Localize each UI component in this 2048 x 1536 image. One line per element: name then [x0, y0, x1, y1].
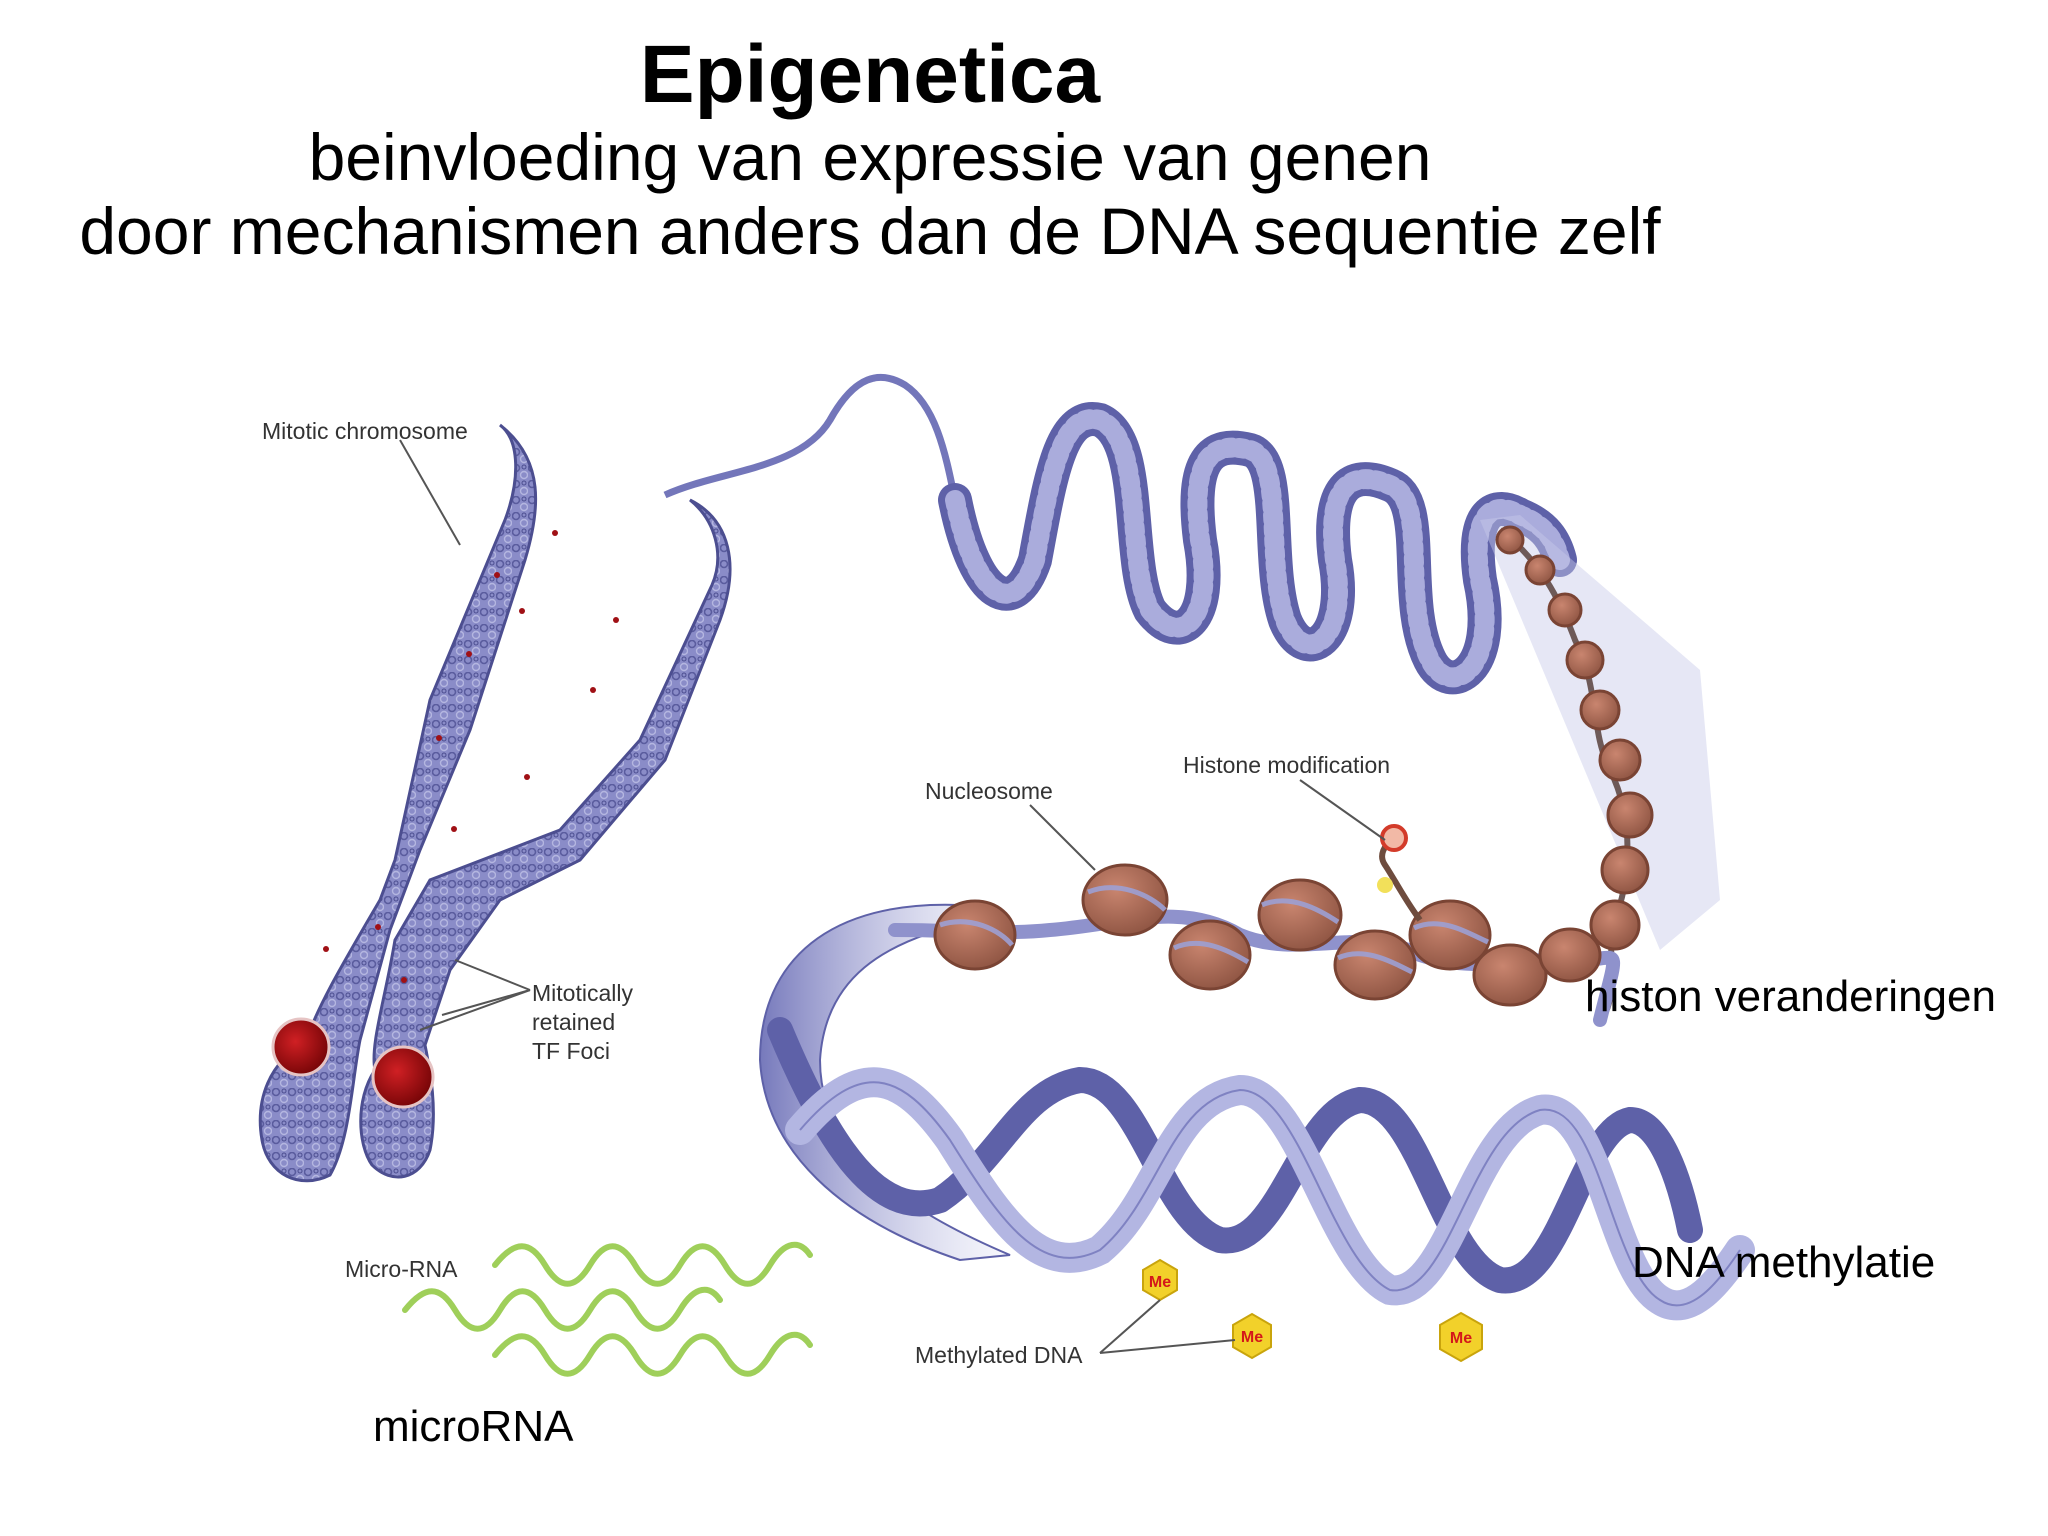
- label-histone-changes: histon veranderingen: [1585, 972, 1996, 1021]
- nucleosome: [1408, 899, 1492, 971]
- label-tf-foci-line1: Mitotically: [532, 980, 633, 1006]
- nucleosome: [1333, 929, 1417, 1001]
- label-microrna: microRNA: [373, 1402, 574, 1451]
- chromosome-foci-dots: [323, 530, 619, 983]
- chromatin-fiber: [663, 374, 959, 501]
- slide-subtitle-line1: beinvloeding van expressie van genen: [308, 120, 1432, 194]
- zoom-cone-dna: [758, 903, 1011, 1262]
- mitotic-chromosome: [258, 423, 732, 1183]
- nucleosome: [1538, 927, 1602, 983]
- label-micro-rna: Micro-RNA: [345, 1256, 458, 1282]
- slide-header: Epigenetica beinvloeding van expressie v…: [0, 29, 1740, 269]
- nucleosome: [1081, 863, 1169, 937]
- label-tf-foci-line2: retained: [532, 1009, 616, 1035]
- micro-rna-strands: [402, 1241, 813, 1377]
- label-histone-modification: Histone modification: [1183, 752, 1391, 778]
- label-nucleosome: Nucleosome: [925, 778, 1053, 804]
- nucleosome: [1472, 943, 1548, 1007]
- tf-focus-left: [271, 1017, 331, 1077]
- histone-modification-marker: [1377, 824, 1423, 922]
- label-mitotic-chromosome: Mitotic chromosome: [262, 418, 468, 444]
- nucleosome: [1168, 919, 1252, 991]
- slide-title: Epigenetica: [639, 29, 1101, 120]
- nucleosome: [1257, 878, 1343, 952]
- tf-focus-right: [371, 1045, 435, 1109]
- methyl-tag-text: Me: [1241, 1329, 1263, 1346]
- micro-rna-strand: [492, 1241, 813, 1287]
- methyl-tag: Me: [1142, 1258, 1178, 1302]
- micro-rna-strand: [492, 1331, 813, 1377]
- methyl-tag-text: Me: [1450, 1330, 1472, 1347]
- nucleosome-chain-vertical: [1495, 525, 1654, 1023]
- methyl-tag: Me: [1232, 1312, 1272, 1360]
- slide-subtitle-line2: door mechanismen anders dan de DNA seque…: [79, 194, 1661, 268]
- methyl-tag-text: Me: [1149, 1274, 1171, 1291]
- methyl-tags: Me Me Me: [1142, 1258, 1483, 1363]
- leader-lines: [399, 439, 1386, 1354]
- label-dna-methylation: DNA methylatie: [1632, 1238, 1936, 1287]
- chromatid-left: [258, 423, 538, 1183]
- coiled-chromatin-highlight: [945, 409, 1570, 688]
- nucleosome: [933, 899, 1017, 971]
- micro-rna-strand: [402, 1286, 723, 1332]
- label-tf-foci-line3: TF Foci: [532, 1038, 610, 1064]
- dna-double-helix: [767, 1017, 1755, 1321]
- label-methylated-dna: Methylated DNA: [915, 1342, 1083, 1368]
- chromatid-right: [359, 498, 732, 1179]
- nucleosome-string: [888, 863, 1621, 1027]
- methyl-tag: Me: [1439, 1311, 1483, 1363]
